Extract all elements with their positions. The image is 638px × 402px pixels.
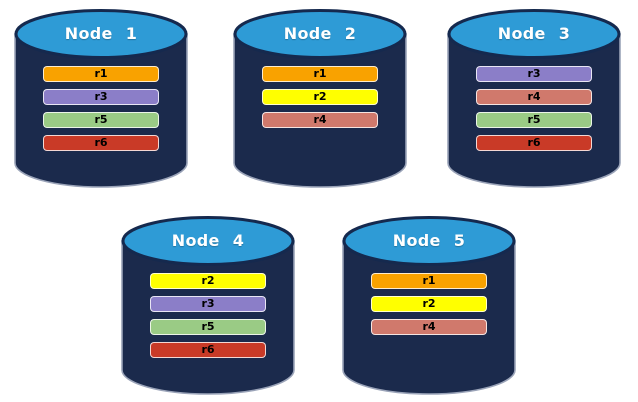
partition-bar-r3: r3 [476, 66, 592, 82]
partition-bar-r6: r6 [43, 135, 159, 151]
partition-bar-r2: r2 [150, 273, 266, 289]
partition-list: r1 r2 r4 [341, 273, 517, 342]
cylinder-top [447, 9, 621, 59]
partition-bar-r6: r6 [476, 135, 592, 151]
node-5: Node 5 r1 r2 r4 [341, 215, 517, 396]
partition-bar-r3: r3 [43, 89, 159, 105]
partition-bar-r4: r4 [371, 319, 487, 335]
cylinder-top [233, 9, 407, 59]
partition-bar-r4: r4 [262, 112, 378, 128]
partition-bar-r2: r2 [371, 296, 487, 312]
partition-list: r1 r2 r4 [232, 66, 408, 135]
node-title: Node 1 [64, 24, 138, 43]
partition-bar-r6: r6 [150, 342, 266, 358]
partition-bar-r5: r5 [476, 112, 592, 128]
node-1: Node 1 r1 r3 r5 r6 [13, 8, 189, 189]
node-title: Node 4 [171, 231, 245, 250]
partition-bar-r5: r5 [43, 112, 159, 128]
cylinder-top [14, 9, 188, 59]
node-title: Node 5 [392, 231, 466, 250]
cylinder-top [342, 216, 516, 266]
partition-bar-r5: r5 [150, 319, 266, 335]
partition-bar-r1: r1 [371, 273, 487, 289]
partition-list: r1 r3 r5 r6 [13, 66, 189, 158]
cylinder-top [121, 216, 295, 266]
partition-bar-r4: r4 [476, 89, 592, 105]
node-title: Node 2 [283, 24, 357, 43]
partition-list: r2 r3 r5 r6 [120, 273, 296, 365]
node-title: Node 3 [497, 24, 571, 43]
partition-bar-r1: r1 [262, 66, 378, 82]
partition-bar-r1: r1 [43, 66, 159, 82]
node-3: Node 3 r3 r4 r5 r6 [446, 8, 622, 189]
node-2: Node 2 r1 r2 r4 [232, 8, 408, 189]
partition-bar-r2: r2 [262, 89, 378, 105]
partition-bar-r3: r3 [150, 296, 266, 312]
node-4: Node 4 r2 r3 r5 r6 [120, 215, 296, 396]
partition-list: r3 r4 r5 r6 [446, 66, 622, 158]
